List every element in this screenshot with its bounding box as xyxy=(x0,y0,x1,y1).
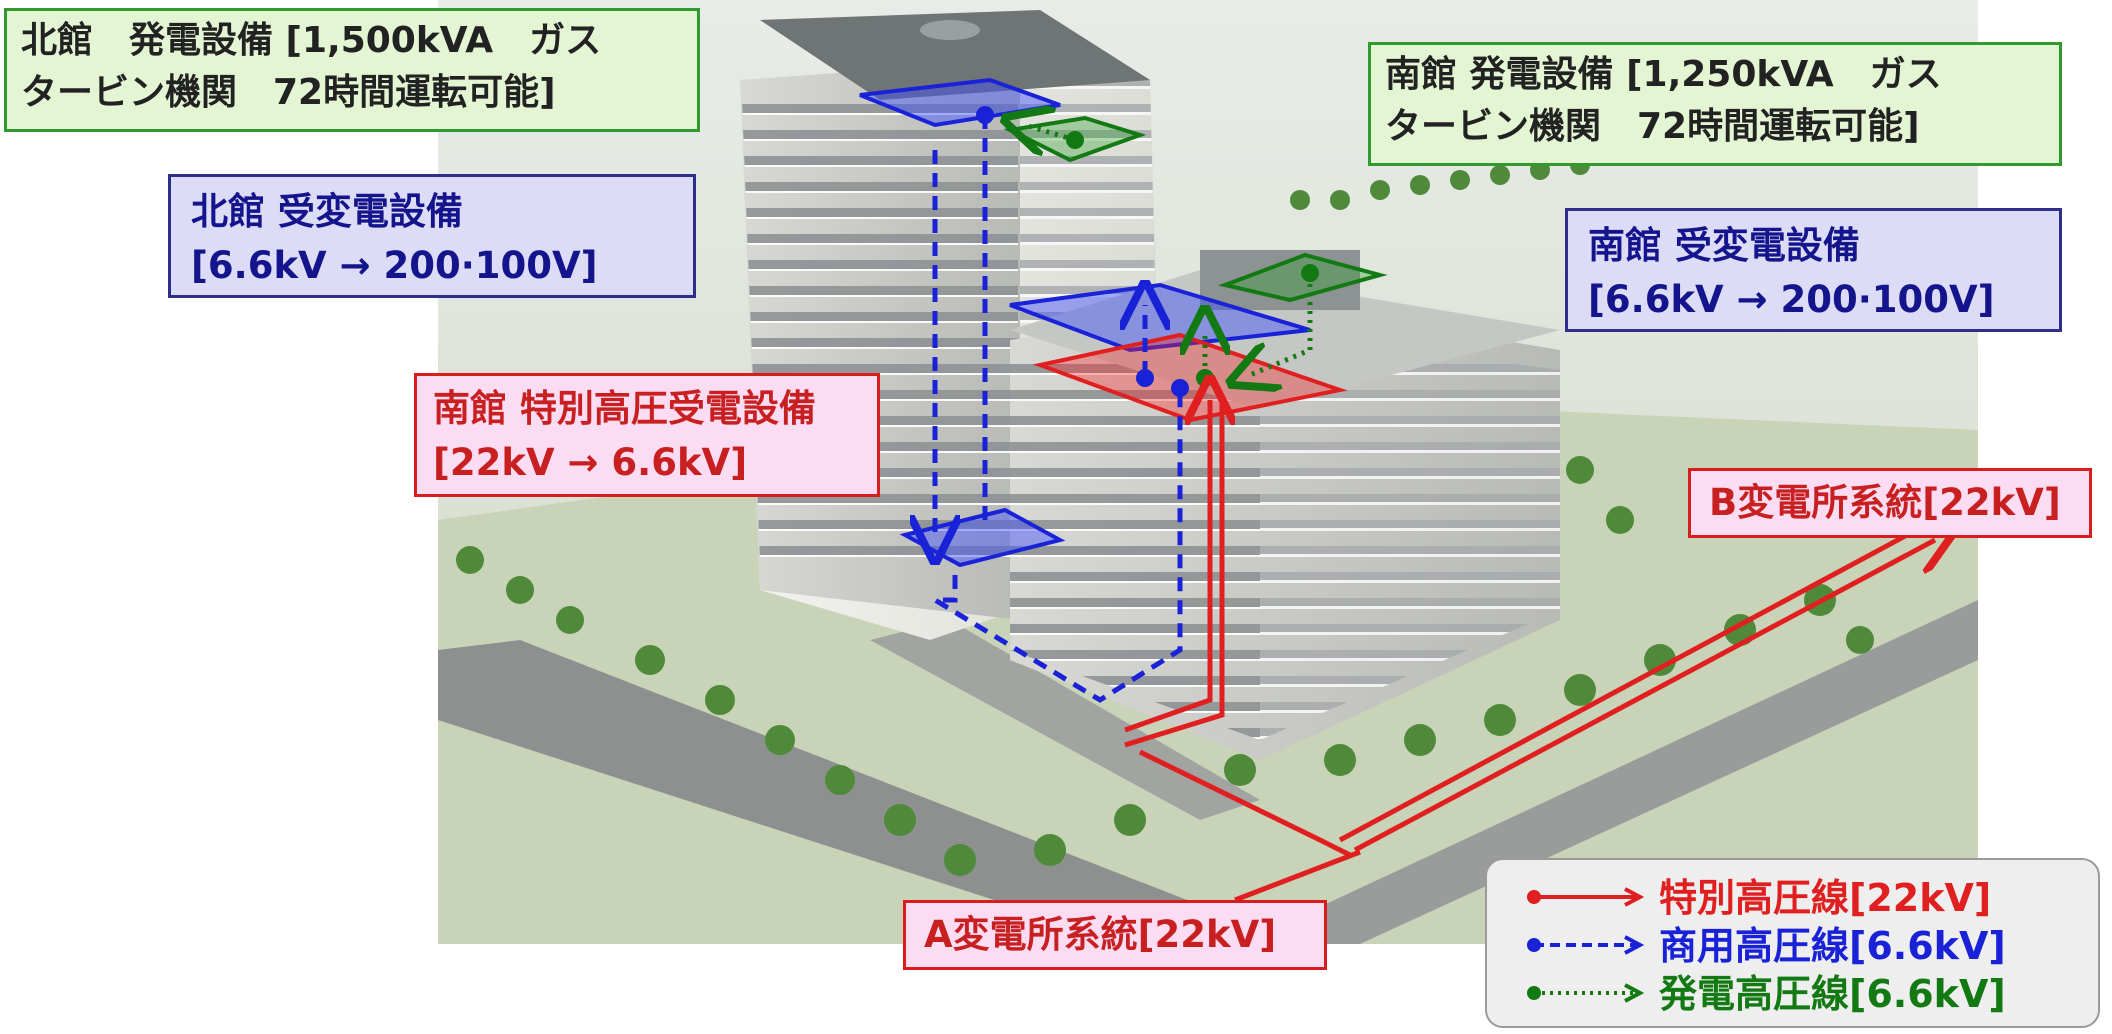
legend-swatch-extra-high xyxy=(1527,887,1645,907)
extra-high-lines xyxy=(1124,400,1935,903)
south-extra-high-label-line2: [22kV → 6.6kV] xyxy=(433,441,748,484)
generator-node-south xyxy=(1196,369,1214,387)
legend-label-extra-high: 特別高圧線[22kV] xyxy=(1659,876,1992,920)
north-generator-label-line1: 北館 発電設備 [1,500kVA ガス xyxy=(21,20,602,61)
commercial-node-south-b xyxy=(1171,379,1189,397)
south-substation-label: 南館 受変電設備 [6.6kV → 200·100V] xyxy=(1565,208,2062,332)
parking-lot xyxy=(870,620,1260,820)
legend: 特別高圧線[22kV] 商用高圧線[6.6kV] 発電高圧線[6.6kV] xyxy=(1485,858,2100,1028)
south-generator-label-line1: 南館 発電設備 [1,250kVA ガス xyxy=(1385,54,1942,95)
legend-swatch-generator xyxy=(1527,983,1645,1003)
south-extra-high-label: 南館 特別高圧受電設備 [22kV → 6.6kV] xyxy=(414,373,880,497)
south-generator-label: 南館 発電設備 [1,250kVA ガス タービン機関 72時間運転可能] xyxy=(1368,42,2062,166)
north-substation-label: 北館 受変電設備 [6.6kV → 200·100V] xyxy=(168,174,696,298)
north-substation-roof-plate xyxy=(859,77,1061,128)
generator-node-south-roof xyxy=(1301,264,1319,282)
right-road xyxy=(1240,600,1978,944)
left-road xyxy=(438,640,1300,944)
south-generator-label-line2: タービン機関 72時間運転可能] xyxy=(1385,106,1920,147)
south-substation-label-line2: [6.6kV → 200·100V] xyxy=(1588,278,1995,321)
north-substation-label-line1: 北館 受変電設備 xyxy=(191,190,463,233)
south-extra-high-label-line1: 南館 特別高圧受電設備 xyxy=(433,387,816,430)
a-substation-label: A変電所系統[22kV] xyxy=(903,900,1327,970)
south-building xyxy=(1010,250,1560,760)
b-substation-label: B変電所系統[22kV] xyxy=(1688,468,2092,538)
commercial-node-north xyxy=(976,106,994,124)
legend-label-generator: 発電高圧線[6.6kV] xyxy=(1659,972,2006,1016)
legend-item-commercial: 商用高圧線[6.6kV] xyxy=(1487,920,2098,972)
commercial-lines xyxy=(935,115,1183,703)
legend-item-extra-high: 特別高圧線[22kV] xyxy=(1487,872,2098,924)
generator-lines xyxy=(1025,125,1313,375)
north-generator-label: 北館 発電設備 [1,500kVA ガス タービン機関 72時間運転可能] xyxy=(4,8,700,132)
commercial-node-south-a xyxy=(1136,369,1154,387)
north-substation-label-line2: [6.6kV → 200·100V] xyxy=(191,244,598,287)
legend-item-generator: 発電高圧線[6.6kV] xyxy=(1487,968,2098,1020)
north-generator-label-line2: タービン機関 72時間運転可能] xyxy=(21,72,556,113)
south-substation-label-line1: 南館 受変電設備 xyxy=(1588,224,1860,267)
generator-node-north xyxy=(1066,131,1084,149)
legend-label-commercial: 商用高圧線[6.6kV] xyxy=(1659,924,2006,968)
legend-swatch-commercial xyxy=(1527,935,1645,955)
